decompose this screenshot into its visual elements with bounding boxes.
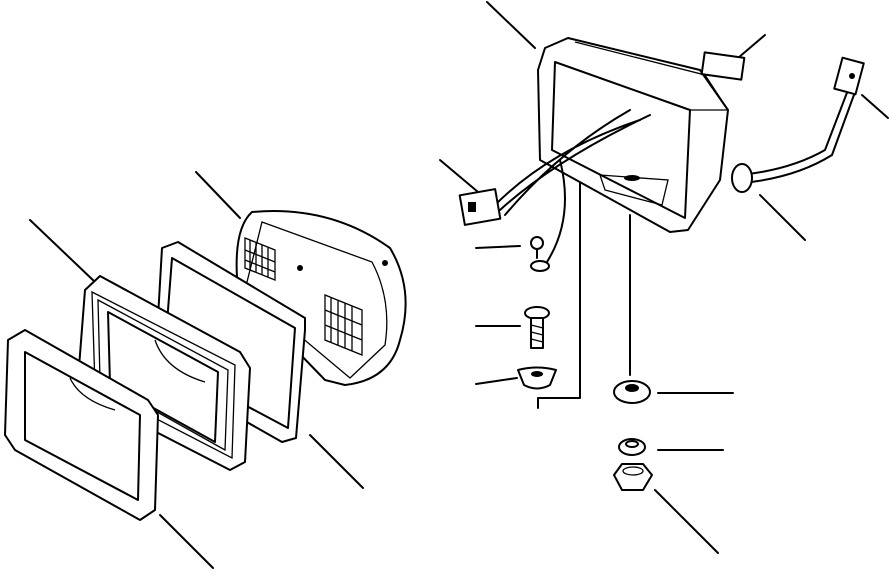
screw [530,236,550,272]
sealed-beam-lamp [235,210,407,386]
leader-line [309,434,364,489]
leader-line [737,34,766,59]
leader-lines [29,1,889,569]
leader-line [537,149,581,409]
bolt [524,306,550,349]
gasket [77,275,251,471]
leader-line [439,159,479,193]
nut [613,463,653,491]
leader-line [159,514,214,569]
leader-line [486,1,536,49]
leader-line [195,171,241,219]
flat-washer [613,380,651,404]
wire-plug [739,56,865,184]
leader-line [861,94,889,119]
connector-harness [458,109,651,266]
leader-line [475,377,518,385]
grommet [731,163,753,193]
cup-washer [517,366,557,390]
label-plate [700,51,746,81]
leader-line [29,219,96,283]
bezel [4,329,159,521]
housing [537,37,729,233]
lock-washer [618,438,646,456]
leader-line [654,489,719,554]
lamp-grille [244,237,363,356]
leader-line [475,245,521,249]
leader-line [759,194,806,241]
